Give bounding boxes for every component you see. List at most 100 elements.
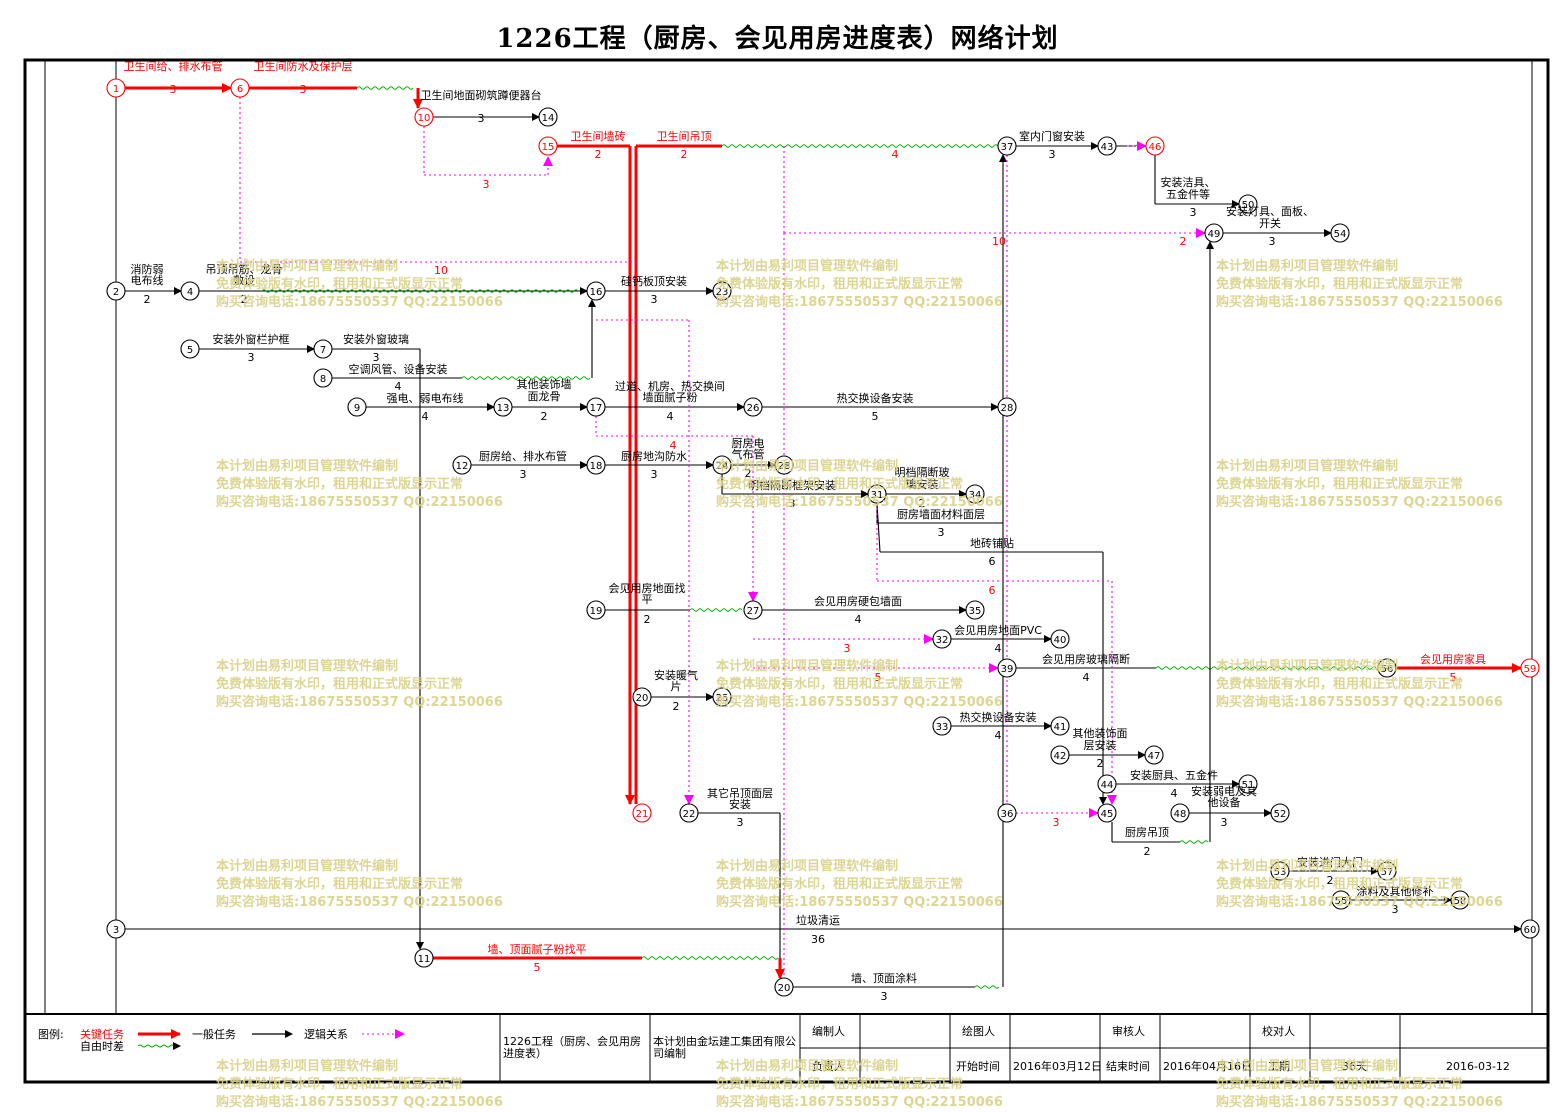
event-node-number: 45 <box>1101 809 1114 820</box>
event-node: 34 <box>965 484 985 504</box>
event-node-circle <box>1520 658 1540 678</box>
float-duration: 10 <box>434 264 448 277</box>
event-node: 60 <box>1520 919 1540 939</box>
event-node: 11 <box>414 948 434 968</box>
task-duration: 3 <box>1190 206 1197 219</box>
task-name: 空调风管、设备安装 <box>349 362 448 376</box>
task-name: 平 <box>642 593 653 606</box>
task-duration: 3 <box>1269 235 1276 248</box>
float-duration: 10 <box>992 235 1006 248</box>
task-name: 卫生间墙砖 <box>571 129 626 143</box>
event-node-number: 15 <box>542 142 555 153</box>
legend-critical-label: 关键任务 <box>80 1027 124 1041</box>
event-node: 28 <box>997 397 1017 417</box>
event-node-circle <box>965 600 985 620</box>
event-node-circle <box>1097 774 1117 794</box>
event-node: 47 <box>1144 745 1164 765</box>
event-node-circle <box>1050 745 1070 765</box>
event-node-circle <box>1377 658 1397 678</box>
event-node-number: 53 <box>1274 867 1287 878</box>
task-duration: 4 <box>395 380 402 393</box>
event-node-circle <box>1270 861 1290 881</box>
event-node-circle <box>1050 716 1070 736</box>
task-duration: 3 <box>1049 148 1056 161</box>
task-name: 明档隔断框架安装 <box>748 478 836 492</box>
event-node: 16 <box>586 281 606 301</box>
event-node-circle <box>1238 194 1258 214</box>
event-node: 48 <box>1170 803 1190 823</box>
event-node: 31 <box>867 484 887 504</box>
task-name: 消防弱 <box>131 262 164 276</box>
event-node-number: 21 <box>636 809 649 820</box>
task-duration: 2 <box>681 148 688 161</box>
378 <box>461 376 591 380</box>
event-node-number: 37 <box>1001 142 1014 153</box>
task-name: 卫生间吊顶 <box>657 129 712 143</box>
event-node-circle <box>997 803 1017 823</box>
event-node: 37 <box>997 136 1017 156</box>
event-node-number: 43 <box>1101 142 1114 153</box>
event-node: 53 <box>1270 861 1290 881</box>
event-node-circle <box>632 803 652 823</box>
event-node-number: 13 <box>497 403 510 414</box>
event-node-circle <box>1097 803 1117 823</box>
task-name: 他设备 <box>1208 795 1241 809</box>
legend-title: 图例: <box>38 1027 64 1041</box>
event-node-circle <box>997 658 1017 678</box>
event-node: 26 <box>743 397 763 417</box>
event-node-number: 49 <box>1208 229 1221 240</box>
event-node: 36 <box>997 803 1017 823</box>
event-node: 15 <box>538 136 558 156</box>
event-node-circle <box>932 629 952 649</box>
event-node-circle <box>538 136 558 156</box>
event-node-circle <box>1450 890 1470 910</box>
event-node-number: 25 <box>716 693 729 704</box>
event-node: 39 <box>997 658 1017 678</box>
event-node-number: 35 <box>969 606 982 617</box>
task-name: 卫生间防水及保护层 <box>254 59 353 73</box>
event-node-circle <box>632 687 652 707</box>
task-arrows <box>125 83 1522 989</box>
event-node-circle <box>106 919 126 939</box>
event-node: 25 <box>712 687 732 707</box>
event-node: 4 <box>180 281 200 301</box>
task-name: 安装灯具、面板、 <box>1226 204 1314 218</box>
event-node-circle <box>679 803 699 823</box>
checker-label: 校对人 <box>1262 1024 1295 1038</box>
event-node-number: 20 <box>778 983 791 994</box>
event-node-number: 42 <box>1054 751 1067 762</box>
task-name: 墙面腻子粉 <box>643 390 698 404</box>
task-name: 会见用房硬包墙面 <box>814 594 902 608</box>
event-node-number: 60 <box>1524 925 1537 936</box>
task-duration: 3 <box>248 351 255 364</box>
task-name: 开关 <box>1259 216 1281 230</box>
event-node: 50 <box>1238 194 1258 214</box>
event-node-circle <box>586 397 606 417</box>
event-node-circle <box>538 107 558 127</box>
event-node-number: 20 <box>636 693 649 704</box>
task-name: 敷设 <box>233 273 255 287</box>
task-name: 安装厨具、五金件 <box>1130 768 1218 782</box>
task-duration: 5 <box>872 410 879 423</box>
event-node: 3 <box>106 919 126 939</box>
legend <box>137 1014 1548 1082</box>
event-node: 21 <box>632 803 652 823</box>
event-node: 49 <box>1204 223 1224 243</box>
event-node-number: 9 <box>354 403 360 414</box>
event-node-number: 56 <box>1381 664 1394 675</box>
task-name: 卫生间地面砌筑蹲便器台 <box>421 88 542 102</box>
event-node-number: 18 <box>590 461 603 472</box>
task-duration: 2 <box>1327 874 1334 887</box>
task-name: 安装 <box>729 797 751 811</box>
event-node-circle <box>313 339 333 359</box>
event-node-circle <box>867 484 887 504</box>
event-node-number: 26 <box>747 403 760 414</box>
task-arrow <box>876 502 881 553</box>
event-node-number: 12 <box>456 461 469 472</box>
event-node-number: 54 <box>1334 229 1347 240</box>
task-duration: 36 <box>811 933 825 946</box>
event-node-number: 36 <box>1001 809 1014 820</box>
event-node-circle <box>1097 136 1117 156</box>
task-duration: 5 <box>534 961 541 974</box>
